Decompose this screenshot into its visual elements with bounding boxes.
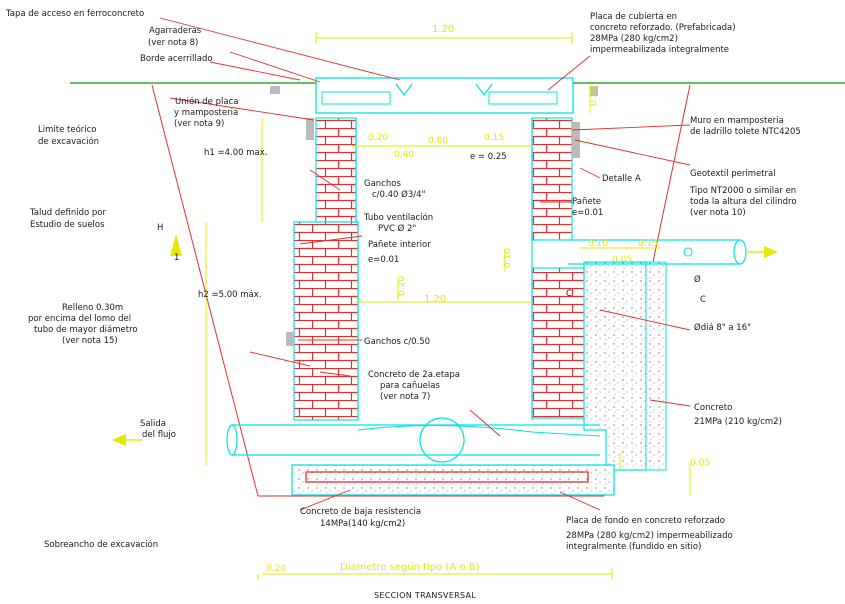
label-ganchos: Ganchos — [364, 179, 401, 189]
label-tubo-ventilacion: Tubo ventilación — [363, 212, 433, 223]
dim-e025: e = 0.25 — [470, 152, 507, 162]
label-placa-fondo-2: 28MPa (280 kg/cm2) impermeabilizado — [566, 531, 733, 541]
lower-wall-right — [531, 267, 585, 419]
bottom-slab — [291, 464, 615, 496]
label-c-right: C — [700, 295, 706, 305]
dim-010-inlet: 0.10 — [503, 248, 513, 268]
dim-020-cover: 0.20 — [589, 86, 599, 106]
label-salida-2: del flujo — [142, 430, 176, 440]
label-talud: Talud definido por — [29, 208, 106, 218]
label-borde: Borde acerrillado — [140, 54, 213, 64]
label-concreto-2e-2: para cañuelas — [380, 381, 440, 391]
label-panete-interior: Pañete interior — [368, 240, 431, 250]
label-union-3: (ver nota 9) — [174, 119, 224, 129]
label-H: H — [157, 223, 163, 233]
dim-020-bottom: 0.20 — [266, 564, 286, 574]
cover-slab — [315, 77, 574, 114]
label-limite: Limite teórico — [38, 124, 97, 135]
label-placa-cubierta-3: 28MPa (280 kg/cm2) — [590, 34, 678, 44]
flow-out-arrow — [112, 434, 126, 446]
label-detalle: Detalle A — [602, 174, 641, 184]
label-union: Unión de placa — [175, 96, 238, 107]
geotextile-strip-left — [306, 118, 314, 140]
upper-wall-left — [315, 117, 357, 223]
label-geotextil-4: (ver nota 10) — [690, 208, 746, 218]
dim-120-top: 1.20 — [432, 24, 454, 35]
drawing-title: SECCION TRANSVERSAL — [374, 591, 476, 600]
flow-arrows — [112, 234, 778, 446]
outlet-pipe — [232, 424, 600, 456]
label-agarraderas-nota: (ver nota 8) — [148, 38, 198, 48]
label-relleno-3: tubo de mayor diámetro — [34, 325, 138, 335]
label-talud-2: Estudio de suelos — [30, 220, 105, 230]
label-relleno-2: por encima del lomo del — [28, 314, 131, 324]
dim-040: 0.40 — [394, 150, 414, 160]
dim-060: 0.60 — [428, 136, 448, 146]
label-sobreancho: Sobreancho de excavación — [44, 539, 158, 550]
label-panete: Pañete — [572, 197, 601, 207]
flow-in-arrow — [764, 246, 778, 258]
label-relleno: Relleno 0.30m — [62, 303, 123, 313]
label-panete-interior-e: e=0.01 — [368, 255, 399, 265]
inlet-pipe — [568, 239, 740, 265]
label-one: 1 — [174, 253, 179, 263]
label-ganchos-2: c/0.40 Ø3/4" — [372, 189, 426, 200]
label-tubo-diam: Ødiá 8" a 16" — [694, 322, 751, 333]
label-placa-cubierta-4: impermeabilizada integralmente — [590, 45, 729, 55]
dim-020-wall: 0.20 — [368, 133, 388, 143]
label-ganchos-050: Ganchos c/0.50 — [364, 337, 430, 347]
excavation-limit-left — [151, 84, 259, 497]
dim-020b: 0.20 — [397, 276, 407, 296]
label-phi: Ø — [694, 274, 701, 285]
label-concreto-21: Concreto — [694, 403, 732, 413]
label-geotextil-2: Tipo NT2000 o similar en — [689, 186, 796, 196]
label-concreto-2e-3: (ver nota 7) — [380, 392, 430, 402]
dim-015: 0.15 — [484, 133, 504, 143]
chamber-outline — [355, 118, 533, 420]
dim-120-mid: 1.20 — [424, 294, 446, 305]
label-placa-fondo-3: integralmente (fundido en sitio) — [566, 542, 701, 552]
concrete-surround — [583, 261, 647, 471]
label-union-2: y mamposteria — [174, 108, 238, 118]
upper-wall-right — [531, 117, 573, 241]
label-concreto-21-2: 21MPa (210 kg/cm2) — [694, 417, 782, 427]
label-h1: h1 =4.00 max. — [204, 148, 267, 158]
label-geotextil: Geotextil perimetral — [690, 169, 776, 179]
label-h2: h2 =5.00 máx. — [198, 290, 261, 300]
label-placa-cubierta: Placa de cubierta en — [590, 12, 677, 22]
label-tubo-ventilacion-2: PVC Ø 2" — [378, 223, 416, 234]
dim-015b: 0.15 — [638, 239, 658, 249]
label-placa-cubierta-2: concreto reforzado. (Prefabricada) — [590, 23, 736, 33]
label-muro-2: de ladrillo tolete NTC4205 — [690, 127, 801, 137]
dimension-lines — [205, 32, 691, 580]
lower-wall-left — [293, 221, 359, 421]
label-salida: Salida — [140, 419, 166, 429]
dim-005-inlet: 0.05 — [612, 255, 632, 265]
leader-lines — [159, 17, 691, 511]
label-muro: Muro en mamposteria — [690, 116, 784, 126]
label-concreto-baja-2: 14MPa(140 kg/cm2) — [320, 519, 405, 529]
label-concreto-2e: Concreto de 2a.etapa — [368, 370, 460, 380]
label-geotextil-3: toda la altura del cilindro — [690, 197, 797, 207]
dim-diametro: Diametro según tipo (A o B) — [340, 561, 480, 573]
label-agarraderas: Agarraderas — [149, 26, 202, 36]
label-limite-2: de excavación — [38, 136, 99, 147]
label-panete-e: e=0.01 — [572, 208, 603, 218]
label-concreto-baja: Concreto de baja resistencia — [300, 507, 421, 517]
label-placa-fondo: Placa de fondo en concreto reforzado — [566, 516, 725, 526]
pipe-section — [419, 417, 465, 463]
dim-005: 0.05 — [690, 458, 710, 468]
label-tapa: Tapa de acceso en ferroconcreto — [5, 9, 144, 19]
label-relleno-4: (ver nota 15) — [62, 336, 118, 346]
label-c: C — [566, 289, 572, 299]
dim-010: 0.10 — [588, 239, 608, 249]
